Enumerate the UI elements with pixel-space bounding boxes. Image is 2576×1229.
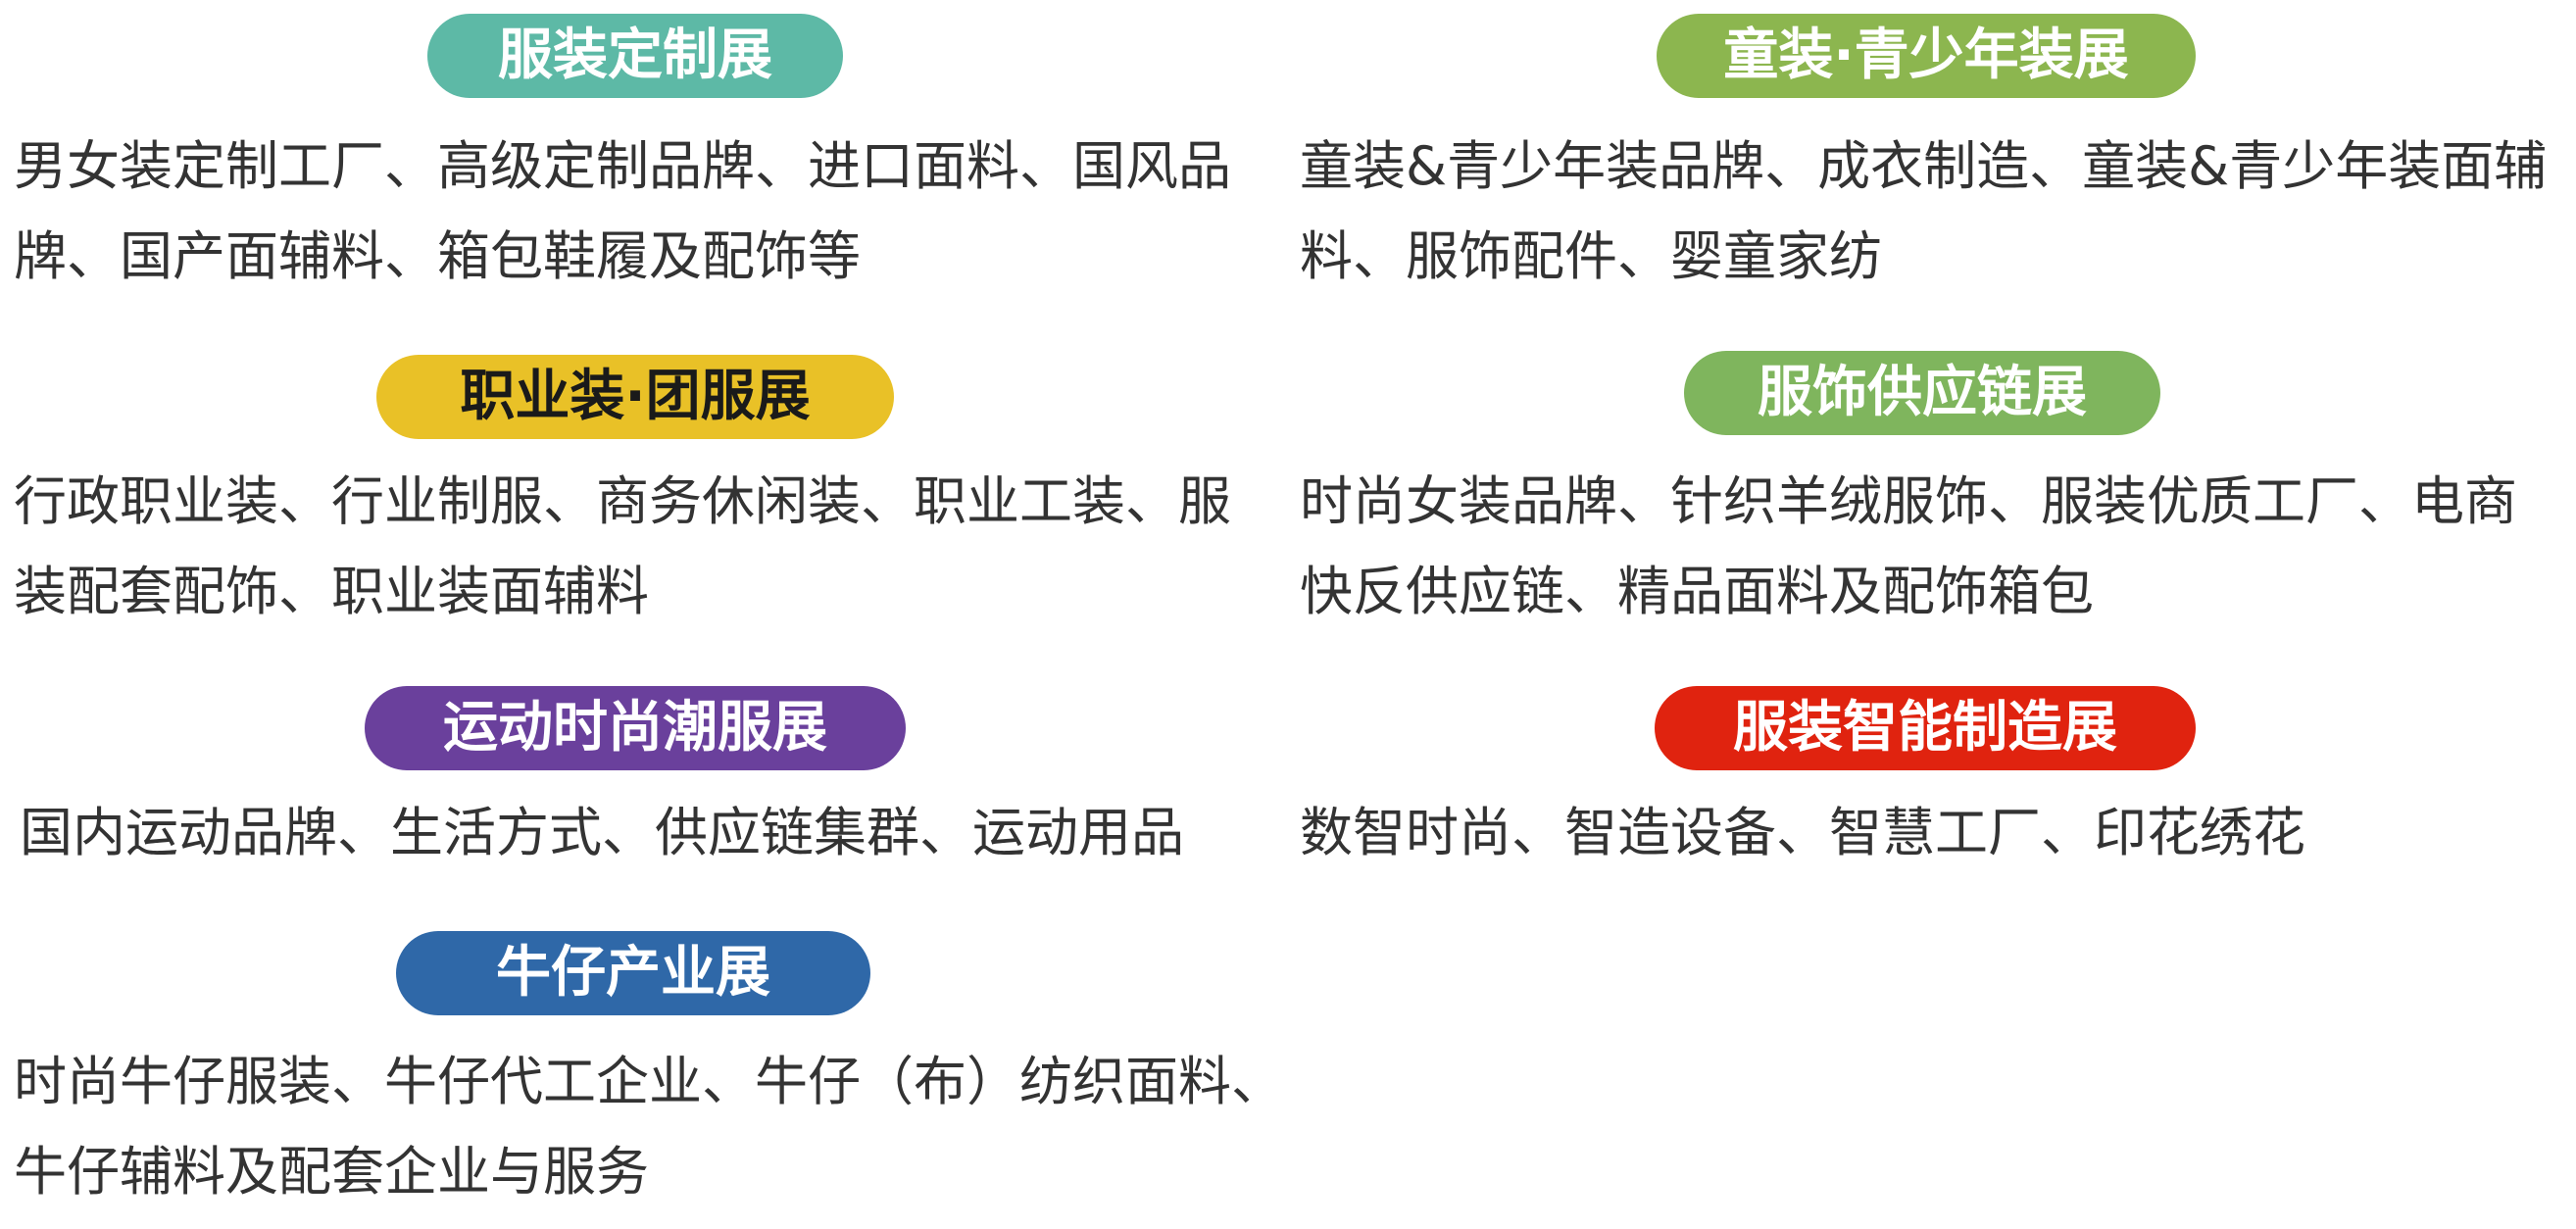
section-title-workwear-uniform: 职业装·团服展 [376,355,894,439]
section-title-smart-manufacturing: 服装智能制造展 [1655,686,2196,770]
section-title-garment-customization: 服装定制展 [427,14,843,98]
section-desc-denim-industry: 时尚牛仔服装、牛仔代工企业、牛仔（布）纺织面料、牛仔辅料及配套企业与服务 [14,1051,1284,1203]
section-title-sports-fashion: 运动时尚潮服展 [365,686,906,770]
section-desc-kids-teen-wear: 童装&青少年装品牌、成衣制造、童装&青少年装面辅料、服饰配件、婴童家纺 [1300,135,2548,287]
section-title-apparel-supply-chain: 服饰供应链展 [1684,351,2160,435]
section-desc-garment-customization: 男女装定制工厂、高级定制品牌、进口面料、国风品牌、国产面辅料、箱包鞋履及配饰等 [14,135,1231,287]
section-desc-sports-fashion: 国内运动品牌、生活方式、供应链集群、运动用品 [20,802,1184,863]
section-desc-workwear-uniform: 行政职业装、行业制服、商务休闲装、职业工装、服装配套配饰、职业装面辅料 [14,470,1231,622]
section-desc-apparel-supply-chain: 时尚女装品牌、针织羊绒服饰、服装优质工厂、电商快反供应链、精品面料及配饰箱包 [1300,470,2517,622]
section-desc-smart-manufacturing: 数智时尚、智造设备、智慧工厂、印花绣花 [1300,802,2305,863]
section-title-denim-industry: 牛仔产业展 [396,931,870,1015]
section-title-kids-teen-wear: 童装·青少年装展 [1657,14,2196,98]
